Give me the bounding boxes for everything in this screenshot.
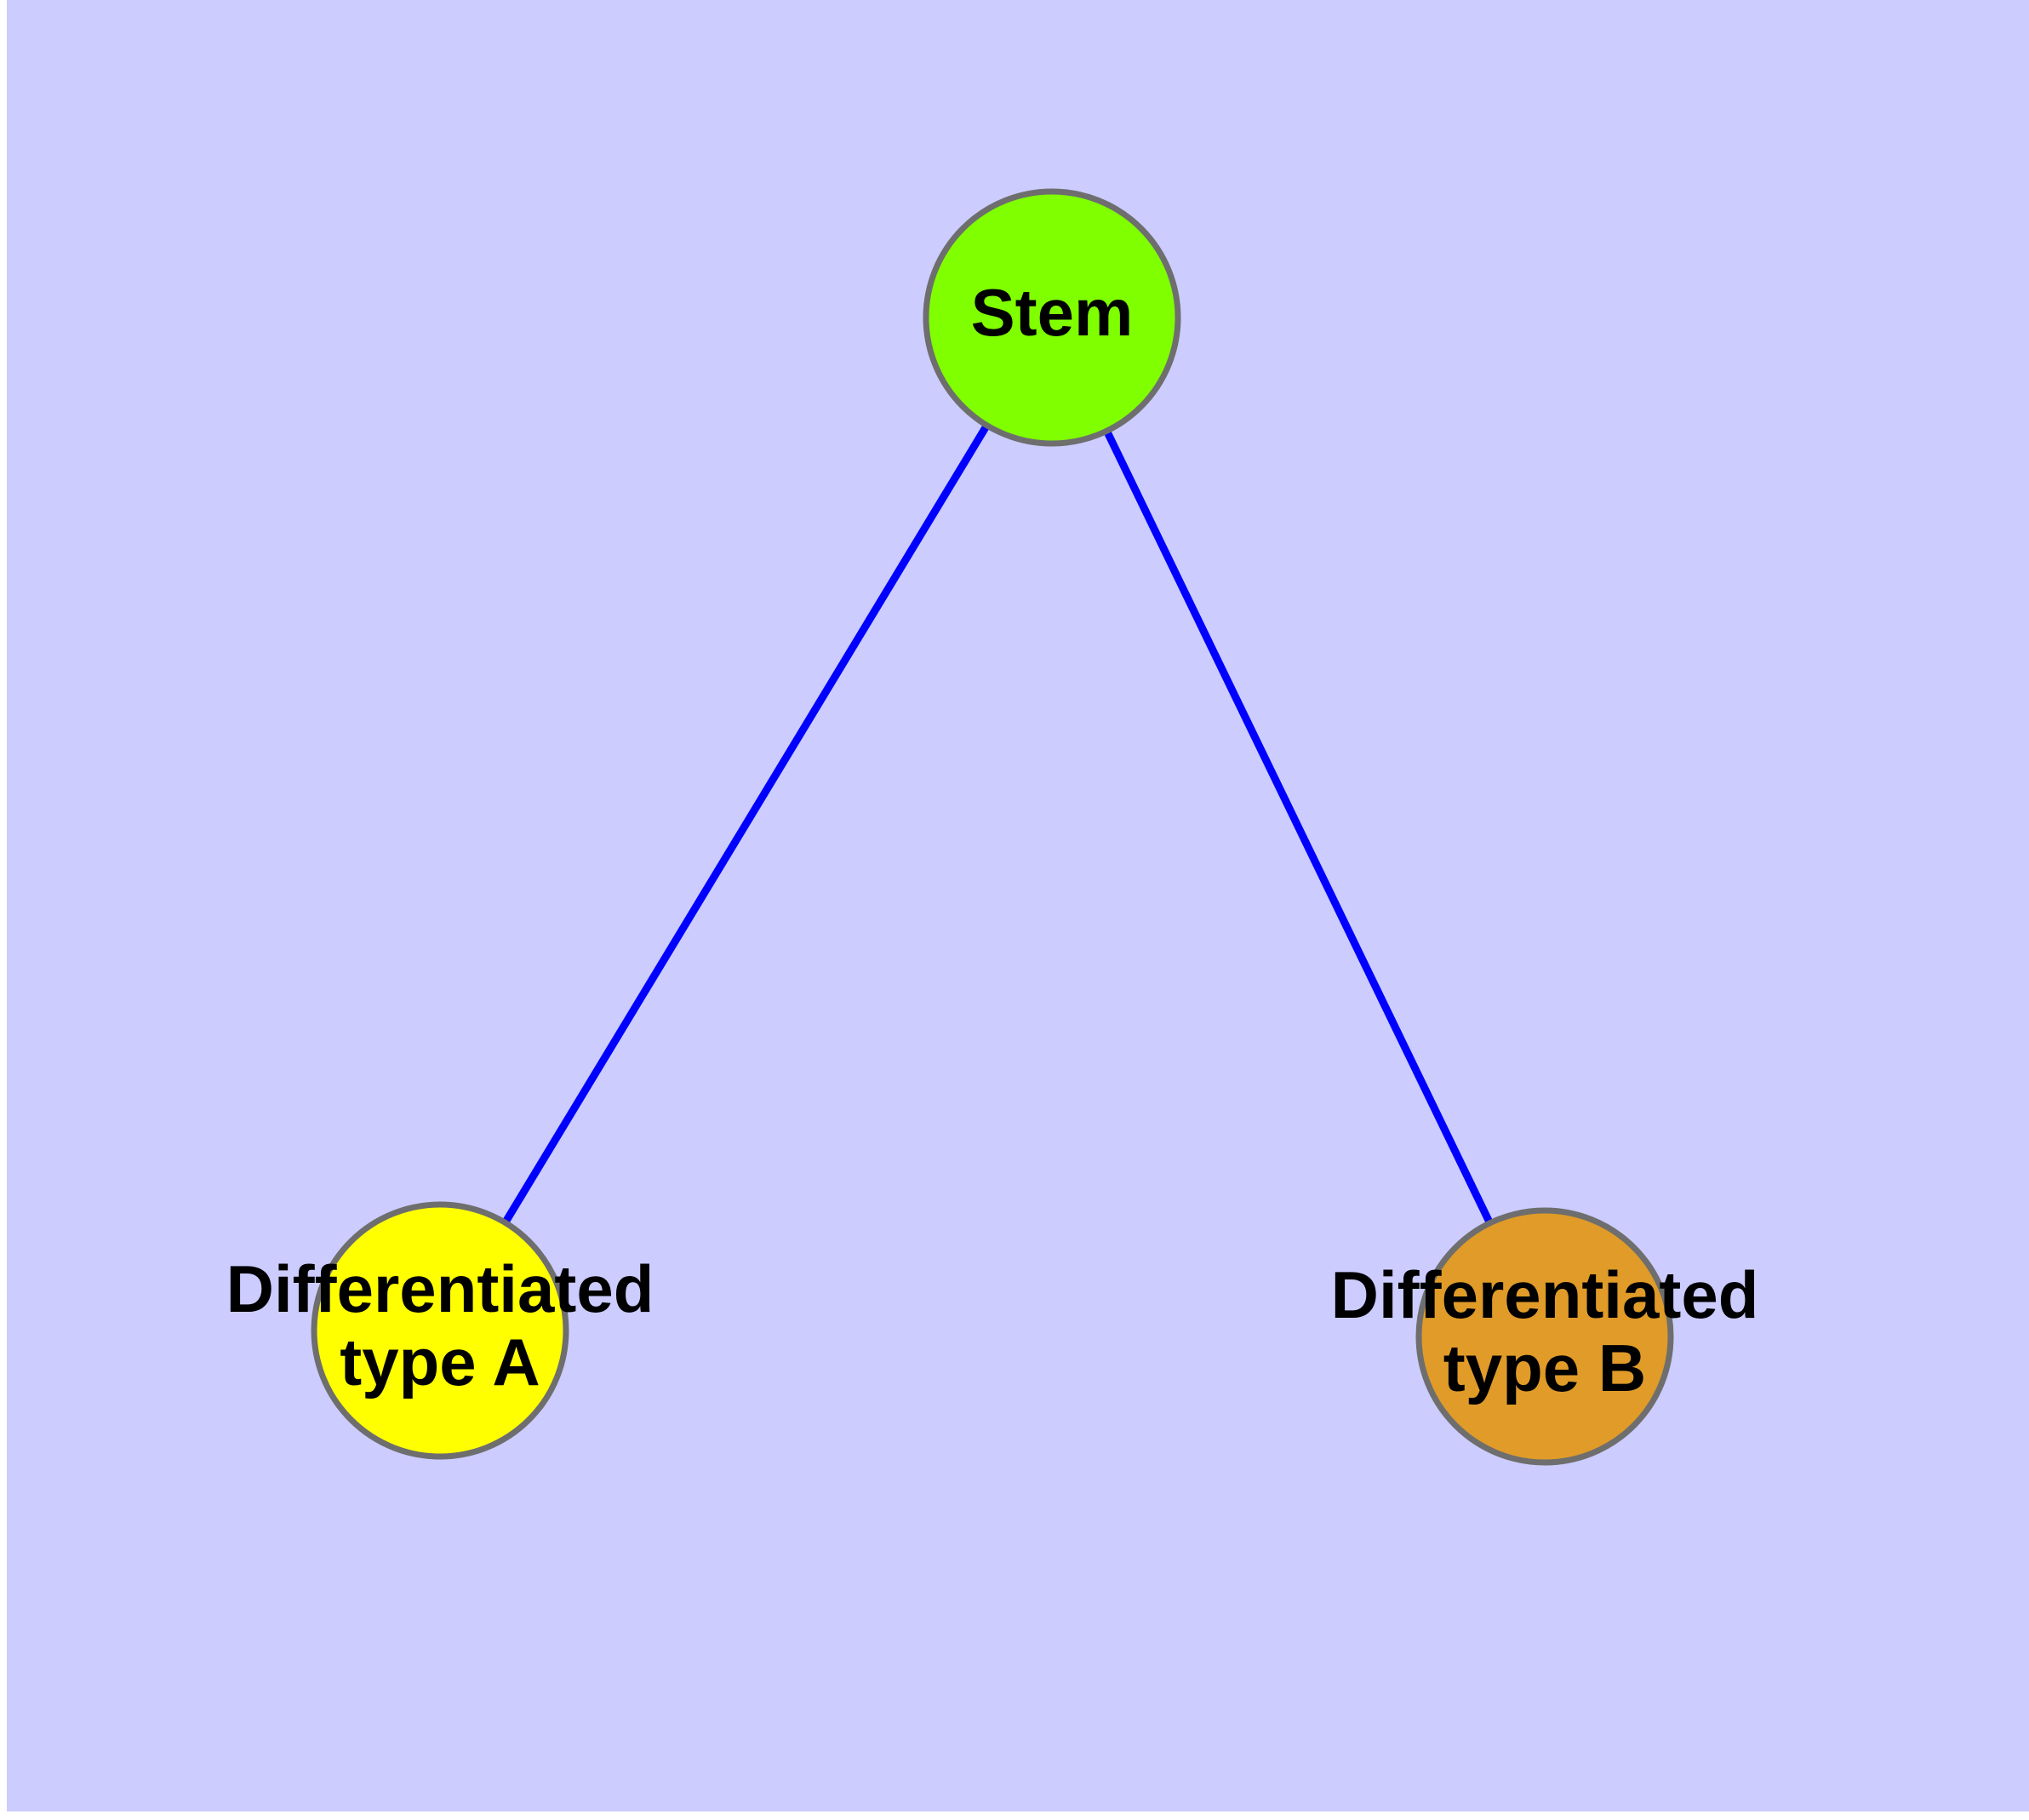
node-label-line: Stem [971, 275, 1134, 350]
node-differentiated-type-a[interactable] [311, 1201, 569, 1460]
edge-stem-to-differentiated-type-a[interactable] [437, 315, 1055, 1333]
node-differentiated-type-b[interactable] [1415, 1207, 1674, 1466]
node-label-line: type A [340, 1325, 540, 1399]
nodes-layer [311, 188, 1674, 1466]
node-label-line: Differentiated [1331, 1257, 1759, 1332]
edge-stem-to-differentiated-type-b[interactable] [1048, 316, 1549, 1338]
edges-layer [437, 315, 1549, 1338]
node-label-line: Differentiated [226, 1251, 654, 1326]
node-label-line: type B [1443, 1331, 1646, 1405]
node-label-stem: Stem [971, 275, 1134, 350]
node-stem[interactable] [923, 188, 1181, 447]
